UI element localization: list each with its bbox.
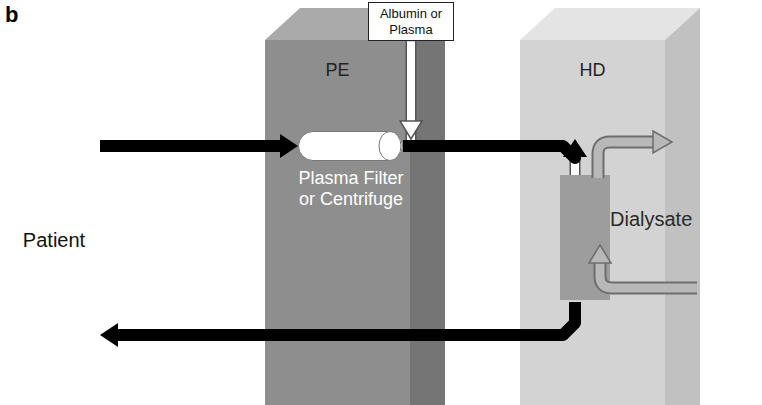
panel-label: HD [520, 60, 665, 81]
panel-side [665, 8, 700, 405]
supply-arrowhead [400, 121, 422, 139]
filter-label: Plasma Filter or Centrifuge [296, 168, 406, 209]
dialysate-label: Dialysate [610, 208, 692, 231]
supply-box: Albumin or Plasma [368, 2, 454, 41]
patient-node: Patient [8, 120, 100, 360]
dialysate-arrow [600, 262, 697, 288]
supply-label: Albumin or Plasma [374, 6, 448, 37]
hd-panel: HD Dialysate [520, 40, 700, 400]
patient-label: Patient [23, 229, 85, 252]
blood-flow-arrow [403, 146, 575, 158]
flow-line [100, 140, 280, 152]
dialysate-arrow [598, 142, 654, 178]
dialysate-arrow [598, 142, 654, 178]
filter-end [298, 131, 403, 161]
dialysate-arrowhead [653, 131, 672, 153]
blood-flow-arrow [118, 302, 575, 335]
blood-flow-arrow [100, 146, 280, 147]
panel-front [265, 40, 410, 405]
dialysate-arrowhead [589, 245, 611, 263]
supply-arrow-body [411, 41, 575, 175]
flow-line [403, 146, 575, 158]
supply-arrow [400, 41, 575, 175]
flow-line [118, 302, 575, 335]
panel-letter: b [5, 2, 18, 28]
panel-label: PE [265, 60, 410, 81]
plasma-filter: Plasma Filter or Centrifuge [298, 131, 403, 161]
supply-arrow-outline [411, 41, 575, 175]
dialysate-arrow [600, 262, 697, 288]
pe-panel: PE Plasma Filter or Centrifuge [265, 40, 410, 400]
filter-end [379, 132, 401, 161]
